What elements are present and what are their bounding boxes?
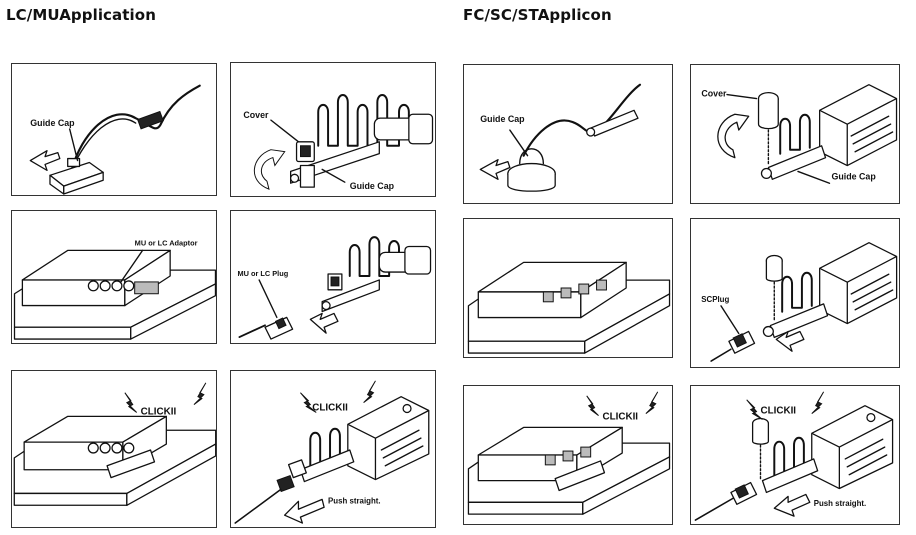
- lc-step-cover-illustration: Cover Guide Cap: [243, 94, 434, 191]
- lc-step-guide-cap-illustration: Guide Cap: [29, 84, 201, 195]
- lc-step-plug-illustration: MU or LC Plug: [237, 236, 432, 340]
- lc-step-cover-panel: Cover Guide Cap: [230, 62, 436, 197]
- lc-step-adaptor-illustration: MU or LC Adaptor: [13, 238, 216, 340]
- fc-step-plug-illustration: SCPlug: [701, 242, 898, 362]
- lc-step-adaptor-panel: MU or LC Adaptor: [11, 210, 217, 344]
- guide-cap-label: Guide Cap: [30, 118, 75, 128]
- guide-cap-label-2: Guide Cap: [350, 181, 395, 191]
- push-straight-label: Push straight.: [328, 496, 381, 505]
- fc-click-label: CLICKII: [603, 412, 639, 423]
- fc-step-click-illustration: CLICKII: [467, 391, 671, 515]
- lc-step-plug-panel: MU or LC Plug: [230, 210, 436, 344]
- cover-label: Cover: [243, 110, 269, 120]
- fc-cover-label: Cover: [701, 89, 727, 99]
- lc-step-click-illustration: CLICKII: [13, 382, 216, 506]
- lc-step-push-illustration: CLICKII Push straight.: [234, 380, 430, 524]
- lc-step-click-panel: CLICKII: [11, 370, 217, 528]
- fc-push-straight-label: Push straight.: [814, 499, 867, 508]
- lc-mu-title: LC/MUApplication: [6, 6, 156, 24]
- adaptor-label: MU or LC Adaptor: [135, 238, 198, 247]
- fc-step-click-panel: CLICKII: [463, 385, 673, 525]
- lc-step-guide-cap-panel: Guide Cap: [11, 63, 217, 196]
- fc-step-plug-panel: SCPlug: [690, 218, 900, 368]
- fc-step-cover-panel: Cover Guide Cap: [690, 64, 900, 204]
- fc-step-guide-cap-panel: Guide Cap: [463, 64, 673, 204]
- fc-guide-cap-label: Guide Cap: [480, 114, 525, 124]
- fc-step-adaptor-illustration: [467, 261, 671, 354]
- lc-step-push-panel: CLICKII Push straight.: [230, 370, 436, 528]
- fc-click-label-2: CLICKII: [761, 406, 797, 417]
- sc-plug-label: SCPlug: [701, 295, 729, 304]
- fc-sc-st-title: FC/SC/STApplicon: [463, 6, 612, 24]
- fc-step-adaptor-panel: [463, 218, 673, 358]
- fc-step-push-illustration: CLICKII Push straight.: [694, 391, 894, 521]
- plug-label: MU or LC Plug: [237, 269, 288, 278]
- fc-guide-cap-label-2: Guide Cap: [831, 171, 876, 181]
- fc-step-push-panel: CLICKII Push straight.: [690, 385, 900, 525]
- fc-step-cover-illustration: Cover Guide Cap: [701, 84, 898, 184]
- click-label-2: CLICKII: [312, 402, 348, 413]
- fc-step-guide-cap-illustration: Guide Cap: [479, 83, 642, 192]
- click-label: CLICKII: [141, 406, 177, 417]
